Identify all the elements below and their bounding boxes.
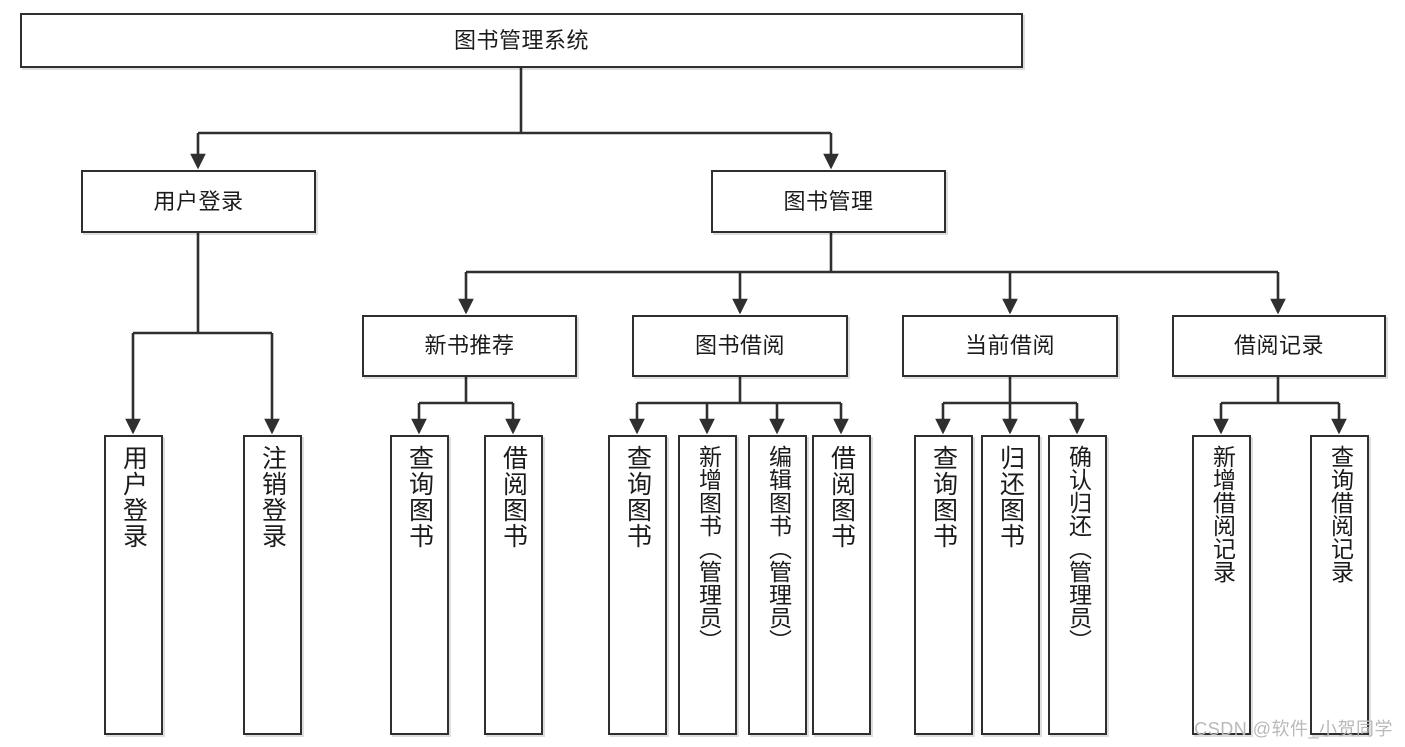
node-book-borrow[interactable]: 图书借阅 — [632, 315, 848, 377]
node-label: 图书管理 — [783, 188, 874, 214]
node-label: 用户登录 — [119, 445, 148, 549]
node-label: 新增图书（管理员） — [695, 445, 722, 652]
leaf-book-borrow-edit[interactable]: 编辑图书（管理员） — [748, 435, 807, 735]
node-label: 借阅图书 — [827, 445, 856, 549]
leaf-current-borrow-query[interactable]: 查询图书 — [914, 435, 973, 735]
node-root-system[interactable]: 图书管理系统 — [20, 13, 1023, 68]
node-label: 借阅图书 — [499, 445, 528, 549]
node-label: 查询借阅记录 — [1327, 445, 1354, 583]
node-label: 查询图书 — [623, 445, 652, 549]
leaf-borrow-record-query[interactable]: 查询借阅记录 — [1310, 435, 1369, 735]
node-label: 新书推荐 — [424, 333, 515, 359]
leaf-book-borrow-add[interactable]: 新增图书（管理员） — [678, 435, 737, 735]
node-new-book-recommend[interactable]: 新书推荐 — [362, 315, 577, 377]
leaf-user-login-login[interactable]: 用户登录 — [104, 435, 163, 735]
node-label: 查询图书 — [929, 445, 958, 549]
node-user-login[interactable]: 用户登录 — [81, 170, 316, 233]
leaf-current-borrow-return[interactable]: 归还图书 — [981, 435, 1040, 735]
leaf-current-borrow-confirm-return[interactable]: 确认归还（管理员） — [1048, 435, 1107, 735]
node-current-borrow[interactable]: 当前借阅 — [902, 315, 1118, 377]
node-label: 用户登录 — [153, 188, 244, 214]
node-label: 注销登录 — [258, 445, 287, 549]
leaf-borrow-record-add[interactable]: 新增借阅记录 — [1192, 435, 1251, 735]
node-label: 借阅记录 — [1233, 333, 1324, 359]
node-borrow-record[interactable]: 借阅记录 — [1172, 315, 1386, 377]
node-label: 当前借阅 — [964, 333, 1055, 359]
node-label: 查询图书 — [405, 445, 434, 549]
node-book-management[interactable]: 图书管理 — [711, 170, 946, 233]
node-label: 编辑图书（管理员） — [765, 445, 792, 652]
watermark: CSDN @软件_小贺同学 — [1194, 719, 1393, 739]
leaf-new-book-query[interactable]: 查询图书 — [390, 435, 449, 735]
node-label: 新增借阅记录 — [1209, 445, 1236, 583]
leaf-book-borrow-borrow[interactable]: 借阅图书 — [812, 435, 871, 735]
leaf-new-book-borrow[interactable]: 借阅图书 — [484, 435, 543, 735]
leaf-book-borrow-query[interactable]: 查询图书 — [608, 435, 667, 735]
leaf-user-login-logout[interactable]: 注销登录 — [243, 435, 302, 735]
node-label: 图书管理系统 — [453, 27, 589, 53]
node-label: 归还图书 — [996, 445, 1025, 549]
node-label: 图书借阅 — [694, 333, 785, 359]
node-label: 确认归还（管理员） — [1065, 445, 1092, 652]
